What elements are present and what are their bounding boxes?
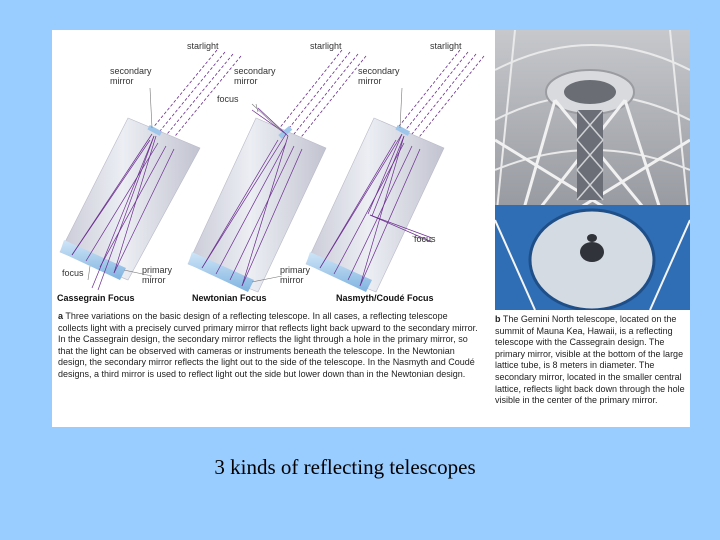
secondary-mirror-label-1a: secondary (110, 66, 152, 76)
cassegrain-primary-mirror-shape (60, 240, 126, 280)
newtonian-primary-mirror-shape (188, 252, 254, 292)
caption-b-text: The Gemini North telescope, located on t… (495, 314, 685, 406)
caption-b: b The Gemini North telescope, located on… (495, 314, 687, 407)
secondary-mirror-label-1b: mirror (110, 76, 134, 86)
gemini-north-telescope-photo (495, 30, 690, 310)
telescope-photo-illustration (495, 30, 690, 310)
focus-label-nasmyth: focus (414, 234, 436, 244)
nasmyth-focus-title: Nasmyth/Coudé Focus (336, 293, 434, 303)
nasmyth-secondary-mirror-shape (395, 124, 411, 136)
primary-mirror-label-2a: primary (280, 265, 311, 275)
caption-a-letter: a (58, 311, 64, 321)
secondary-mirror-label-2a: secondary (234, 66, 276, 76)
cassegrain-telescope (59, 117, 201, 291)
telescope-figure: starlight starlight starlight secondary … (52, 30, 690, 427)
starlight-rays (146, 49, 485, 142)
telescope-diagram-panel: starlight starlight starlight secondary … (52, 30, 492, 427)
secondary-mirror-label-3b: mirror (358, 76, 382, 86)
reflecting-telescope-diagrams: starlight starlight starlight secondary … (57, 41, 485, 303)
secondary-mirror-label-2b: mirror (234, 76, 258, 86)
primary-mirror-label-1a: primary (142, 265, 173, 275)
caption-a-text: Three variations on the basic design of … (58, 311, 478, 379)
primary-mirror-label-2b: mirror (280, 275, 304, 285)
focus-label-cassegrain: focus (62, 268, 84, 278)
secondary-mirror-label-3a: secondary (358, 66, 400, 76)
cassegrain-focus-title: Cassegrain Focus (57, 293, 135, 303)
slide-caption: 3 kinds of reflecting telescopes (214, 455, 476, 479)
primary-mirror-label-1b: mirror (142, 275, 166, 285)
starlight-label-2: starlight (310, 41, 342, 51)
focus-label-newtonian: focus (217, 94, 239, 104)
starlight-label-1: starlight (187, 41, 219, 51)
caption-a: a Three variations on the basic design o… (58, 311, 478, 381)
newtonian-telescope (187, 107, 327, 293)
cassegrain-secondary-mirror-shape (147, 124, 163, 136)
caption-b-letter: b (495, 314, 501, 324)
nasmyth-primary-mirror-shape (306, 252, 372, 292)
starlight-label-3: starlight (430, 41, 462, 51)
newtonian-secondary-mirror-shape (278, 125, 293, 139)
newtonian-focus-title: Newtonian Focus (192, 293, 267, 303)
nasmyth-telescope (305, 117, 445, 293)
